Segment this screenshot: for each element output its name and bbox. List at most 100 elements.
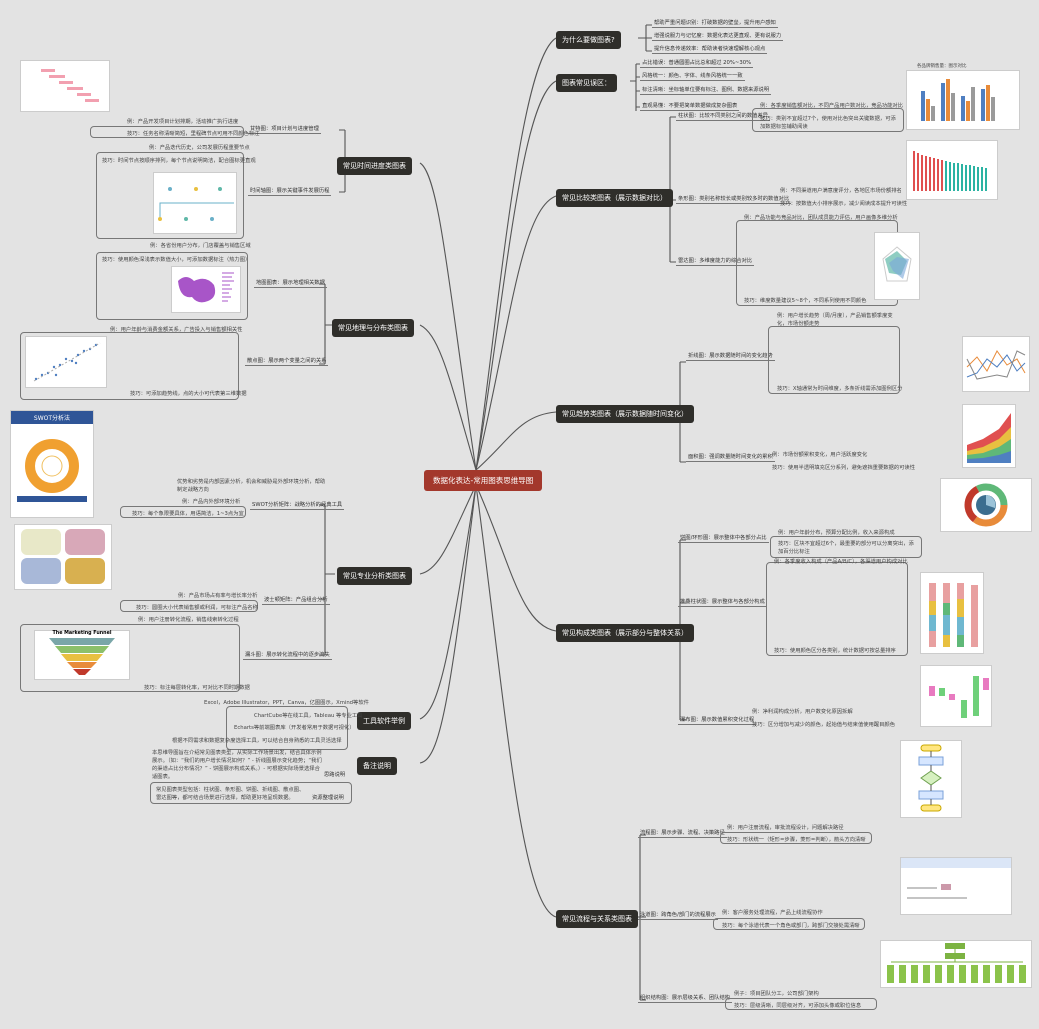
note: 常见图表类型包括：柱状图、条形图、饼图、折线图、散点图、雷达图等，都可结合场景进… [156,787,305,801]
topic[interactable]: 资源整理说明 [312,795,344,801]
central-topic[interactable]: 数据化表达-常用图表思维导图 [424,470,543,491]
timeline-image [153,172,237,234]
topic[interactable]: 直观易懂：不要把简单数据做成复杂图表 [640,103,740,111]
branch-comparison[interactable]: 常见比较类图表（展示数据对比） [556,189,673,207]
topic[interactable]: 风格统一：颜色、字体、线条风格统一一致 [640,73,745,81]
note: 例：市场份额累积变化，用户活跃度变化 [772,452,868,458]
note: 技巧：使用颜色区分各类别，统计数据可按总量排序 [774,648,896,654]
branch-mistakes[interactable]: 图表常见误区： [556,74,617,92]
swot-title: SWOT分析法 [11,411,93,424]
note: 例：产品迭代历史，公司发展历程重要节点 [149,145,250,151]
note: 例：不同渠道用户满意度评分，各地区市场份额排名 [780,188,902,194]
note: 例：各季度销售额对比，不同产品用户数对比，竞品功能对比 [760,103,904,109]
note: 例：用户年龄与消费金额关系，广告投入与销售额相关性 [110,327,243,333]
note: 例：产品功能与竞品对比，团队成员能力评估，用户画像多维分析 [744,215,898,221]
note: 技巧：区分增加与减少的颜色，起始值与结束值使用醒目颜色 [752,722,896,728]
topic-org-chart[interactable]: 组织结构图：展示层级关系、团队结构 [638,995,733,1003]
area-chart-image [962,404,1016,468]
funnel-image: The Marketing Funnel [34,630,130,680]
note: 技巧：层级清晰，同层级对齐，可添加头像或职位信息 [734,1003,862,1009]
bar-chart-title: 各品牌销售量：图示对比 [917,64,967,69]
note: 技巧：任务名称清晰简短，里程碑节点可用不同颜色标注 [127,131,260,137]
note: 技巧：X轴通常为时间维度，多条折线需添加图例区分 [777,386,903,392]
tool-item: 根据不同需求和数据复杂度选择工具，可以结合自身熟悉的工具灵活选择 [172,738,342,744]
bar-chart-image: 各品牌销售量：图示对比 [906,64,1020,130]
topic-map[interactable]: 地图图表：展示地理相关数据 [254,280,327,288]
topic-bar-chart[interactable]: 柱状图：比较不同类别之间的数值差异 [676,113,771,121]
note: 例：用户年龄分布，预算分配比例，收入来源构成 [778,530,895,536]
branch-tools[interactable]: 工具软件举例 [357,712,411,730]
note: 技巧：时间节点按顺序排列，每个节点说明简洁，配合图标更直观 [102,158,256,164]
tool-item: ChartCube等在线工具，Tableau 等专业工具 [254,713,363,719]
topic[interactable]: 帮助严重问题识别：打破数据的壁垒，提升用户感知 [652,20,778,28]
topic-line-chart[interactable]: 折线图：展示数据随时间的变化趋势 [686,353,775,361]
radar-chart-image [874,232,920,300]
flowchart-image [900,740,962,818]
topic[interactable]: 提升信息传递效率：帮助读者快速理解核心观点 [652,46,768,54]
branch-process[interactable]: 常见流程与关系类图表 [556,910,638,928]
note: 技巧：使用半透明填充区分系列，避免遮挡重要数据的可读性 [772,465,916,471]
topic-radar[interactable]: 雷达图：多维度能力的综合对比 [676,258,755,266]
topic-stacked-bar[interactable]: 堆叠柱状图：展示整体与各部分构成 [678,599,767,607]
branch-trend[interactable]: 常见趋势类图表（展示数据随时间变化） [556,405,694,423]
funnel-title: The Marketing Funnel [52,631,112,636]
swimlane-image [900,857,1012,915]
topic-area-chart[interactable]: 面积图：强调数量随时间变化的累积 [686,454,775,462]
swot-image: SWOT分析法 [10,410,94,518]
note: 例：产品开发项目计划排期，活动推广执行进度 [127,119,239,125]
note: 例：产品市场占有率与增长率分析 [178,593,258,599]
topic[interactable]: 标注清晰：坐标轴单位要有标注、图例、数据来源说明 [640,87,772,95]
topic-flowchart[interactable]: 流程图：展示步骤、流程、决策路径 [638,830,727,838]
donut-chart-image [940,478,1032,532]
branch-geo[interactable]: 常见地理与分布类图表 [332,319,414,337]
note: 技巧：类别不宜超过7个，使用对比色突出关键数据，可添加数据标签辅助阅读 [760,116,896,130]
note: 例：用户注册流程，审批流程设计，问题解决路径 [727,825,844,831]
note: 例：净利润构成分析，用户数变化原因拆解 [752,709,853,715]
topic[interactable]: 增强说服力与记忆度：数据化表达更直观、更有说服力 [652,33,784,41]
note: 技巧：按数值大小排序展示，减少阅读成本提升可读性 [780,201,908,207]
topic-pie-chart[interactable]: 饼图/环形图：展示整体中各部分占比 [678,535,769,543]
branch-notes[interactable]: 备注说明 [357,757,397,775]
note: 优势和劣势是内部因素分析，机会和威胁是外部环境分析，帮助制定战略方向 [177,479,326,493]
topic-horizontal-bar[interactable]: 条形图：类别名称较长或类别较多时的数值对比 [676,196,792,204]
note: 技巧：可添加趋势线，点的大小可代表第三维数据 [130,391,247,397]
note: 例：产品内外部环境分析 [182,499,241,505]
note: 例：用户注册转化流程，销售线索转化过程 [138,617,239,623]
topic-swimlane[interactable]: 泳道图：跨角色/部门的流程展示 [638,912,718,920]
topic-gantt[interactable]: 甘特图：项目计划与进度管理 [248,126,321,134]
topic[interactable]: 思路说明 [324,772,346,778]
note: 技巧：维度数量建议5~8个，不同系列使用不同颜色 [744,298,867,304]
note: 例：各季度收入构成（产品A/B/C），各渠道用户构成对比 [774,559,908,565]
note: 例：客户服务处理流程，产品上线流程协作 [722,910,823,916]
branch-why-charts[interactable]: 为什么要做图表? [556,31,621,49]
topic-waterfall[interactable]: 瀑布图：展示数值累积变化过程 [678,717,757,725]
note: 例子：项目团队分工，公司部门架构 [734,991,819,997]
topic-swot[interactable]: SWOT分析矩阵：战略分析的经典工具 [250,502,345,510]
note: 技巧：形状统一（矩形=步骤，菱形=判断），箭头方向清晰 [727,837,866,843]
note: 技巧：区块不宜超过6个，最重要的部分可以分离突出，添加百分比标注 [778,541,914,555]
note: 技巧：每个象限要具体，用语简洁，1~3点为宜 [132,511,244,517]
topic[interactable]: 占比错误：普通圆圈占比总和超过 20%~30% [640,60,754,68]
topic-bcg-matrix[interactable]: 波士顿矩阵：产品组合分析 [262,597,330,605]
branch-timeline[interactable]: 常见时间进度类图表 [337,157,412,175]
line-chart-image [962,336,1030,392]
org-chart-image [880,940,1032,988]
note: 例：各省份用户分布，门店覆盖与销售区域 [150,243,251,249]
horizontal-bar-image [906,140,998,200]
branch-analysis[interactable]: 常见专业分析类图表 [337,567,412,585]
note: 技巧：标注每层转化率，可对比不同时期数据 [144,685,250,691]
topic-funnel[interactable]: 漏斗图：展示转化流程中的逐步流失 [243,652,332,660]
waterfall-chart-image [920,665,992,727]
note: 本思维导图旨在介绍常见图表类型，从实际工作场景出发，结合具体示例展示。（如：“我… [152,750,322,780]
tool-item: Echarts等前端图表库（开发者常用于数据可视化） [234,725,355,731]
tool-item: Excel，Adobe Illustrator，PPT，Canva，亿图图示，X… [204,700,369,706]
map-chart-image [171,266,241,313]
gantt-chart-image [20,60,110,112]
note: 技巧：每个泳道代表一个角色或部门，跨部门交接处需清晰 [722,923,860,929]
note: 技巧：使用颜色深浅表示数值大小，可添加数据标注（热力图） [102,257,251,263]
scatter-chart-image [25,336,107,388]
branch-composition[interactable]: 常见构成类图表（展示部分与整体关系） [556,624,694,642]
topic-timeline[interactable]: 时间轴图：展示关键事件发展历程 [248,188,332,196]
topic-scatter[interactable]: 散点图：展示两个变量之间的关系 [245,358,329,366]
